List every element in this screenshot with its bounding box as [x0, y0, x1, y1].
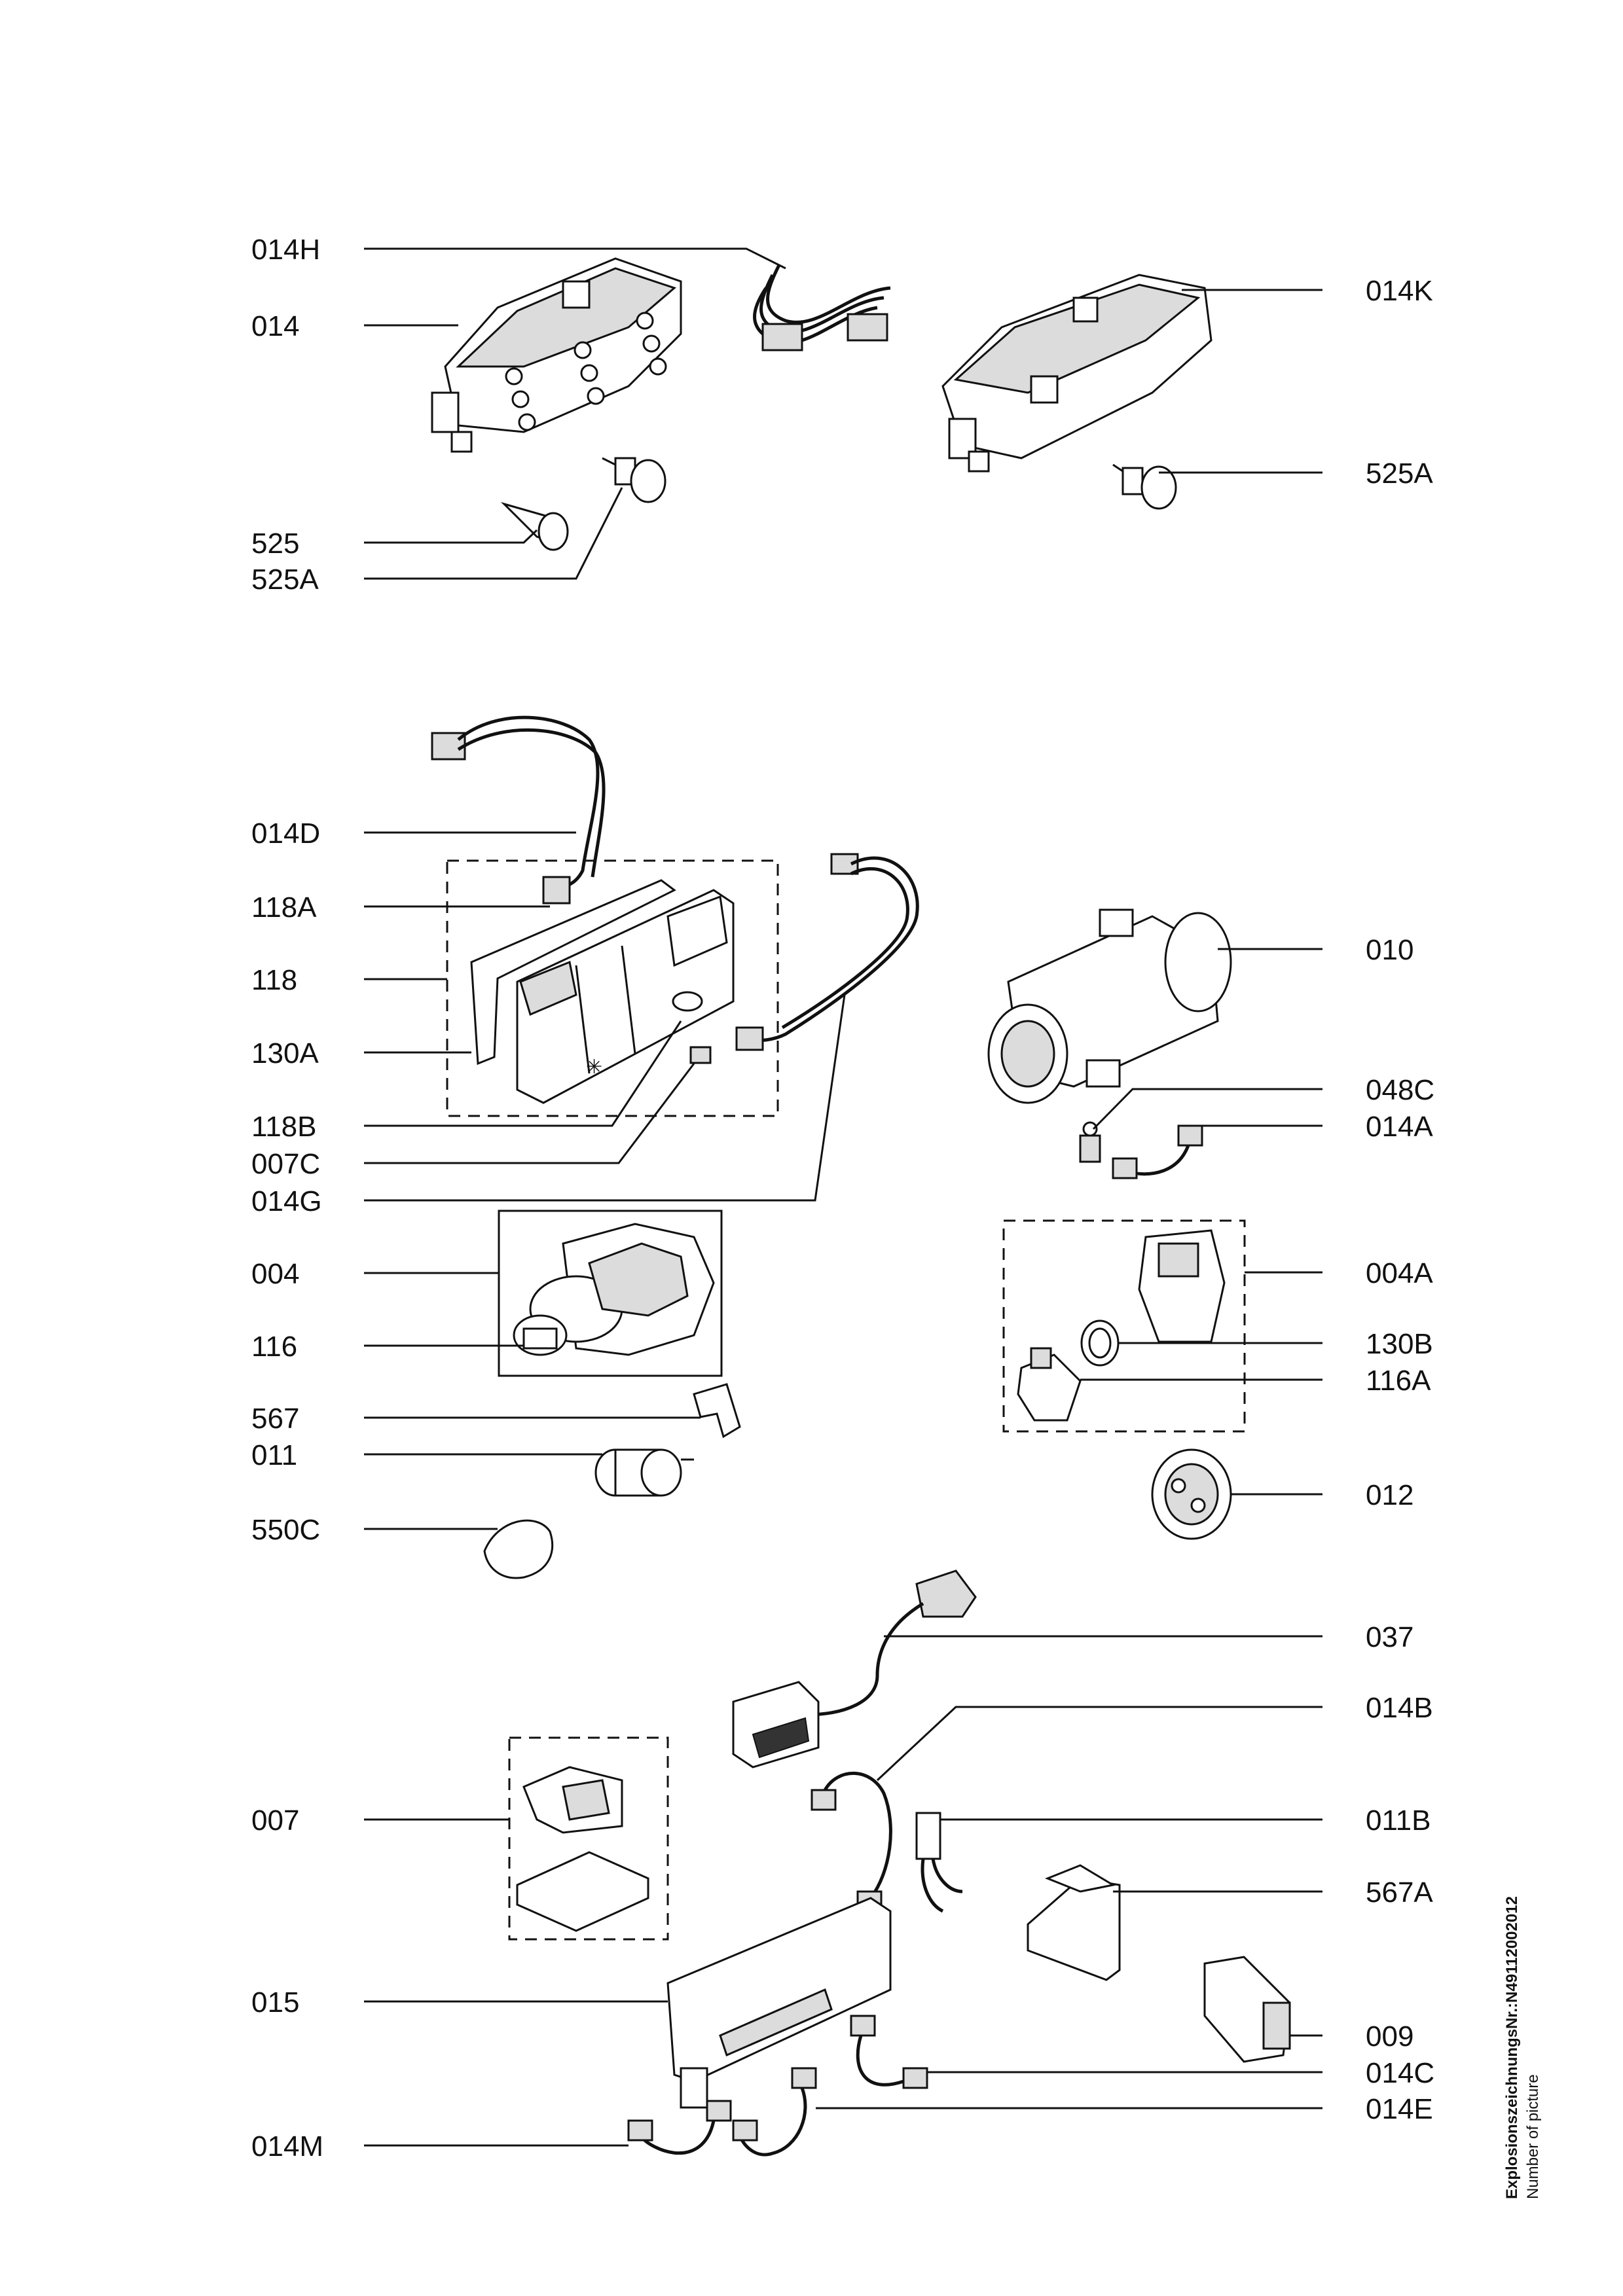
part-009-relay: [1203, 1956, 1291, 2063]
drawing-number: ExplosionszeichnungsNr.:N49112002012: [1503, 1896, 1521, 2199]
label-118: 118: [251, 964, 297, 996]
part-014G-wire-harness: [735, 853, 919, 1051]
part-525A-push-knob-left: [602, 457, 666, 503]
part-048C-sensor: [1079, 1121, 1101, 1163]
label-118B: 118B: [251, 1111, 317, 1143]
label-007C: 007C: [251, 1148, 320, 1180]
leader-lines: [364, 247, 1322, 2147]
picture-caption: Number of picture: [1524, 2074, 1542, 2199]
label-014G: 014G: [251, 1185, 322, 1217]
part-014B-harness: [811, 1771, 892, 1912]
label-014A: 014A: [1366, 1111, 1433, 1143]
part-014D-wire-harness: [431, 715, 606, 905]
label-550C: 550C: [251, 1514, 320, 1546]
part-014E-harness: [732, 2067, 817, 2157]
label-014: 014: [251, 310, 299, 342]
label-014D: 014D: [251, 817, 320, 850]
part-004A-valve-group: [1002, 1219, 1246, 1433]
part-012-pressure-switch: [1151, 1448, 1232, 1540]
label-004: 004: [251, 1258, 299, 1290]
label-014E: 014E: [1366, 2093, 1433, 2125]
part-015-cover: [666, 1897, 892, 2109]
svg-text:✳: ✳: [586, 1056, 602, 1078]
part-525-cone-knob: [500, 501, 569, 551]
part-567A-bracket: [1027, 1864, 1121, 1981]
label-011: 011: [251, 1439, 297, 1471]
label-048C: 048C: [1366, 1074, 1434, 1106]
label-116A: 116A: [1366, 1365, 1431, 1397]
part-014-control-module: [431, 257, 682, 453]
label-009: 009: [1366, 2020, 1413, 2053]
label-012: 012: [1366, 1479, 1413, 1511]
part-010-heater: [987, 908, 1232, 1104]
part-567-bracket: [693, 1383, 741, 1439]
part-118-dispenser-group: ✳: [446, 859, 779, 1117]
part-014A-harness: [1112, 1124, 1203, 1179]
part-550C-cap: [483, 1519, 554, 1579]
part-014M-harness: [627, 2100, 732, 2155]
label-525: 525: [251, 528, 299, 560]
label-014M: 014M: [251, 2130, 323, 2162]
part-037-mains-cable: [732, 1570, 977, 1768]
label-037: 037: [1366, 1621, 1413, 1653]
part-014H-ribbon-cable: [753, 264, 891, 351]
label-010: 010: [1366, 934, 1413, 966]
label-525A-left: 525A: [251, 564, 319, 596]
part-004-pump-motor: [498, 1210, 723, 1377]
part-014C-harness: [850, 2015, 928, 2089]
label-014B: 014B: [1366, 1692, 1433, 1724]
label-014K: 014K: [1366, 275, 1433, 307]
label-130B: 130B: [1366, 1328, 1433, 1360]
part-007C-small-clip: [689, 1046, 712, 1064]
label-525A-right: 525A: [1366, 457, 1433, 490]
label-015: 015: [251, 1986, 299, 2018]
label-007: 007: [251, 1804, 299, 1837]
label-014H: 014H: [251, 234, 320, 266]
label-004A: 004A: [1366, 1257, 1433, 1289]
part-525A-push-knob-right: [1112, 463, 1177, 510]
part-014K-control-module: [941, 274, 1213, 473]
label-014C: 014C: [1366, 2057, 1434, 2089]
part-011B-capacitor: [915, 1812, 963, 1913]
part-labels: 014H 014 525 525A 014D 118A 118 130A 118…: [251, 234, 1434, 2162]
label-567A: 567A: [1366, 1876, 1433, 1909]
label-116: 116: [251, 1331, 297, 1363]
label-118A: 118A: [251, 891, 317, 924]
part-011-small-motor: [594, 1448, 694, 1497]
part-007-assembly: [508, 1736, 669, 1941]
label-011B: 011B: [1366, 1804, 1431, 1837]
label-130A: 130A: [251, 1037, 319, 1069]
label-567: 567: [251, 1403, 299, 1435]
